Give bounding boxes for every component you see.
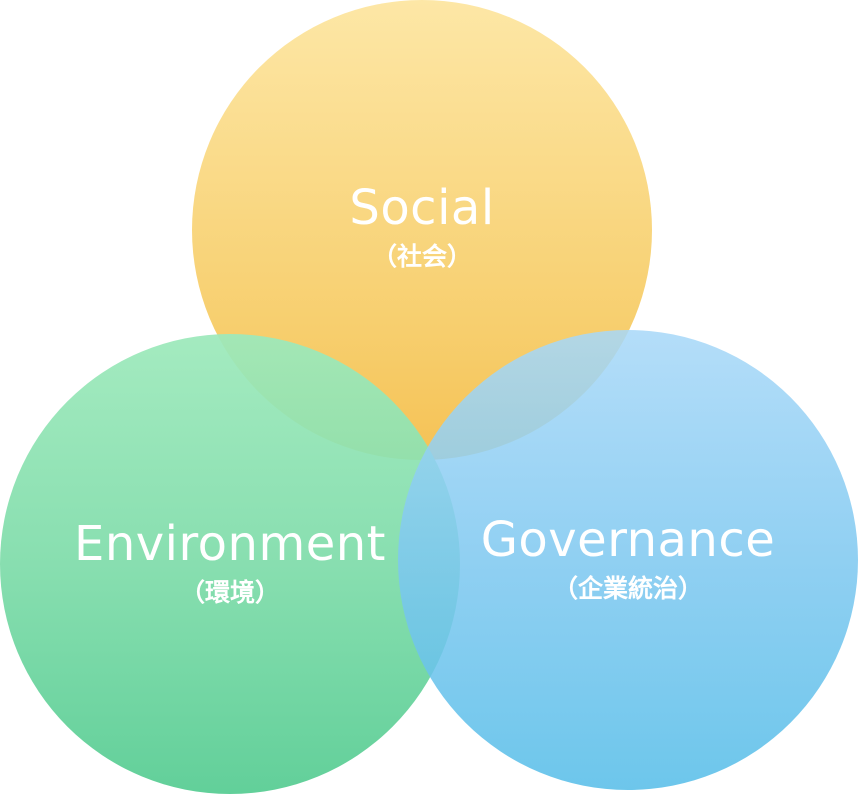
social-title: Social xyxy=(349,180,495,236)
environment-label: Environment （環境） xyxy=(30,516,430,610)
environment-title: Environment xyxy=(74,516,386,572)
governance-label: Governance （企業統治） xyxy=(428,512,828,606)
environment-subtitle: （環境） xyxy=(179,578,280,607)
social-label: Social （社会） xyxy=(272,180,572,274)
governance-circle xyxy=(398,330,858,790)
environment-circle xyxy=(0,334,460,794)
social-subtitle: （社会） xyxy=(371,242,472,271)
governance-title: Governance xyxy=(480,512,776,568)
governance-subtitle: （企業統治） xyxy=(552,574,703,603)
